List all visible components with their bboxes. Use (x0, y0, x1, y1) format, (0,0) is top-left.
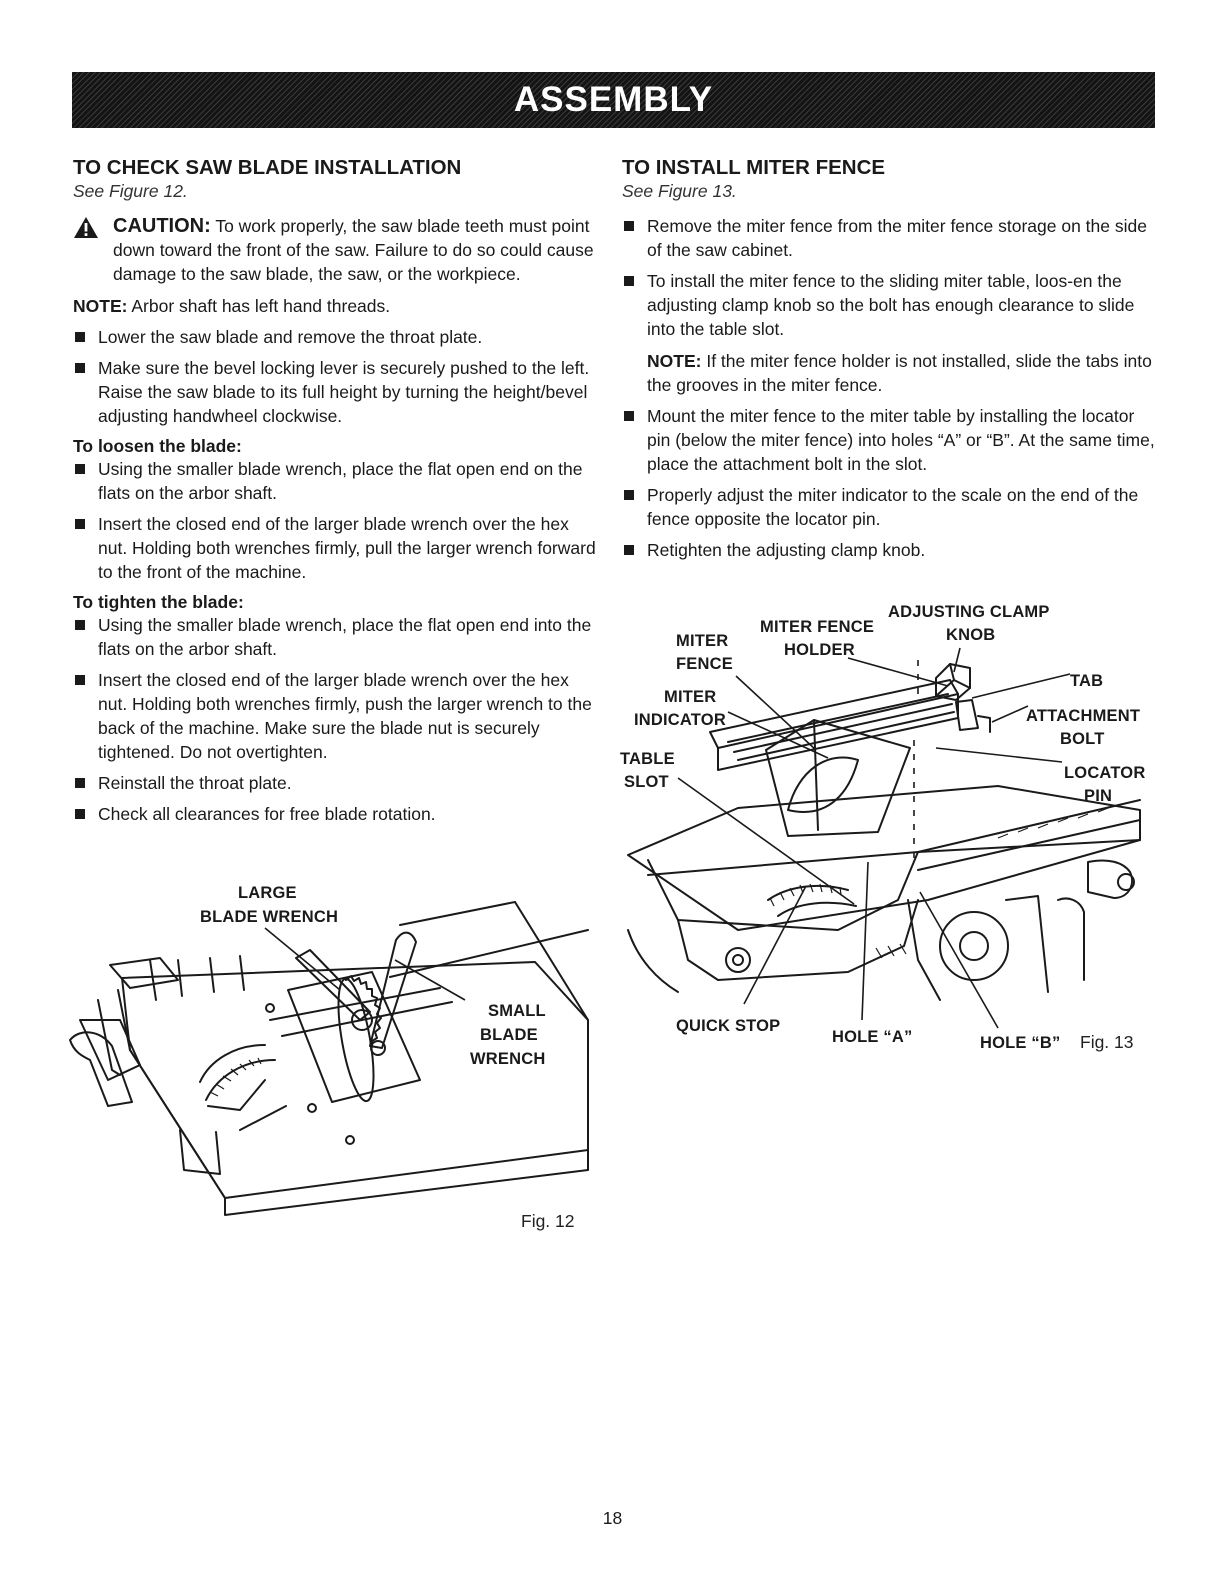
list-item: Check all clearances for free blade rota… (73, 802, 598, 826)
bullet-square-icon (75, 363, 85, 373)
callout-table-slot-line1: TABLE (620, 750, 675, 768)
holder-note: NOTE: If the miter fence holder is not i… (647, 351, 1152, 395)
bullet-square-icon (75, 809, 85, 819)
install-fence-title: TO INSTALL MITER FENCE (622, 156, 886, 179)
figure-13: ADJUSTING CLAMP KNOB MITER FENCE HOLDER … (618, 600, 1158, 1055)
caution-text: To work properly, the saw blade teeth mu… (113, 216, 594, 284)
tighten-heading: To tighten the blade: (73, 592, 244, 612)
section-banner: ASSEMBLY (72, 72, 1155, 128)
check-blade-title: TO CHECK SAW BLADE INSTALLATION (73, 156, 462, 179)
callout-locator-pin-line2: PIN (1084, 787, 1112, 805)
prep-steps: Lower the saw blade and remove the throa… (73, 325, 598, 428)
loosen-heading: To loosen the blade: (73, 436, 242, 456)
list-item: Insert the closed end of the larger blad… (73, 668, 598, 764)
callout-quick-stop: QUICK STOP (676, 1017, 780, 1035)
callout-locator-pin-line1: LOCATOR (1064, 764, 1145, 782)
warning-triangle-icon (74, 217, 98, 238)
bullet-square-icon (624, 221, 634, 231)
list-item: Properly adjust the miter indicator to t… (622, 483, 1157, 531)
bullet-square-icon (75, 332, 85, 342)
bullet-square-icon (75, 464, 85, 474)
callout-small-blade-wrench-line3: WRENCH (470, 1050, 545, 1068)
callout-hole-b: HOLE “B” (980, 1034, 1060, 1052)
list-item: To install the miter fence to the slidin… (622, 269, 1157, 397)
left-column: TO CHECK SAW BLADE INSTALLATION See Figu… (73, 156, 598, 833)
list-item: Using the smaller blade wrench, place th… (73, 613, 598, 661)
bullet-square-icon (624, 545, 634, 555)
callout-miter-indicator-line1: MITER (664, 688, 716, 706)
list-item: Retighten the adjusting clamp knob. (622, 538, 1157, 562)
callout-adjusting-clamp-line2: KNOB (946, 626, 995, 644)
tighten-steps: Using the smaller blade wrench, place th… (73, 613, 598, 826)
figure-12-label: Fig. 12 (521, 1211, 575, 1231)
callout-large-blade-wrench-line2: BLADE WRENCH (200, 908, 338, 926)
list-item: Reinstall the throat plate. (73, 771, 598, 795)
note-text: Arbor shaft has left hand threads. (131, 296, 391, 316)
bullet-square-icon (75, 675, 85, 685)
list-item: Remove the miter fence from the miter fe… (622, 214, 1157, 262)
arbor-note: NOTE: Arbor shaft has left hand threads. (73, 294, 598, 318)
bullet-square-icon (624, 276, 634, 286)
right-column: TO INSTALL MITER FENCE See Figure 13. Re… (622, 156, 1157, 569)
list-item: Mount the miter fence to the miter table… (622, 404, 1157, 476)
banner-title: ASSEMBLY (513, 80, 714, 119)
bullet-square-icon (624, 490, 634, 500)
callout-large-blade-wrench-line1: LARGE (238, 884, 297, 902)
callout-miter-indicator-line2: INDICATOR (634, 711, 726, 729)
bullet-square-icon (75, 620, 85, 630)
callout-miter-fence-line1: MITER (676, 632, 728, 650)
callout-hole-a: HOLE “A” (832, 1028, 912, 1046)
list-item: Make sure the bevel locking lever is sec… (73, 356, 598, 428)
callout-miter-fence-line2: FENCE (676, 655, 733, 673)
page-number: 18 (602, 1508, 623, 1528)
loosen-steps: Using the smaller blade wrench, place th… (73, 457, 598, 584)
table-saw-blade-wrench-illustration: LARGE BLADE WRENCH SMALL BLADE WRENCH (69, 884, 589, 1216)
bullet-square-icon (75, 519, 85, 529)
miter-fence-installation-illustration: ADJUSTING CLAMP KNOB MITER FENCE HOLDER … (620, 603, 1145, 1052)
list-item: Lower the saw blade and remove the throa… (73, 325, 598, 349)
see-figure-13: See Figure 13. (622, 181, 737, 201)
note-label: NOTE: (73, 296, 128, 316)
fence-steps: Remove the miter fence from the miter fe… (622, 214, 1157, 562)
list-item: Insert the closed end of the larger blad… (73, 512, 598, 584)
callout-table-slot-line2: SLOT (624, 773, 669, 791)
bullet-square-icon (624, 411, 634, 421)
figure-13-label: Fig. 13 (1080, 1032, 1134, 1052)
figure-12: LARGE BLADE WRENCH SMALL BLADE WRENCH Fi… (60, 870, 600, 1240)
see-figure-12: See Figure 12. (73, 181, 188, 201)
callout-attachment-bolt-line2: BOLT (1060, 730, 1104, 748)
callout-fence-holder-line2: HOLDER (784, 641, 855, 659)
list-item: Using the smaller blade wrench, place th… (73, 457, 598, 505)
callout-small-blade-wrench-line1: SMALL (488, 1002, 546, 1020)
callout-attachment-bolt-line1: ATTACHMENT (1026, 707, 1140, 725)
caution-block: CAUTION: To work properly, the saw blade… (73, 214, 598, 286)
caution-label: CAUTION: (113, 215, 211, 237)
callout-tab: TAB (1070, 672, 1103, 690)
bullet-square-icon (75, 778, 85, 788)
callout-fence-holder-line1: MITER FENCE (760, 618, 874, 636)
callout-adjusting-clamp-line1: ADJUSTING CLAMP (888, 603, 1050, 621)
callout-small-blade-wrench-line2: BLADE (480, 1026, 538, 1044)
